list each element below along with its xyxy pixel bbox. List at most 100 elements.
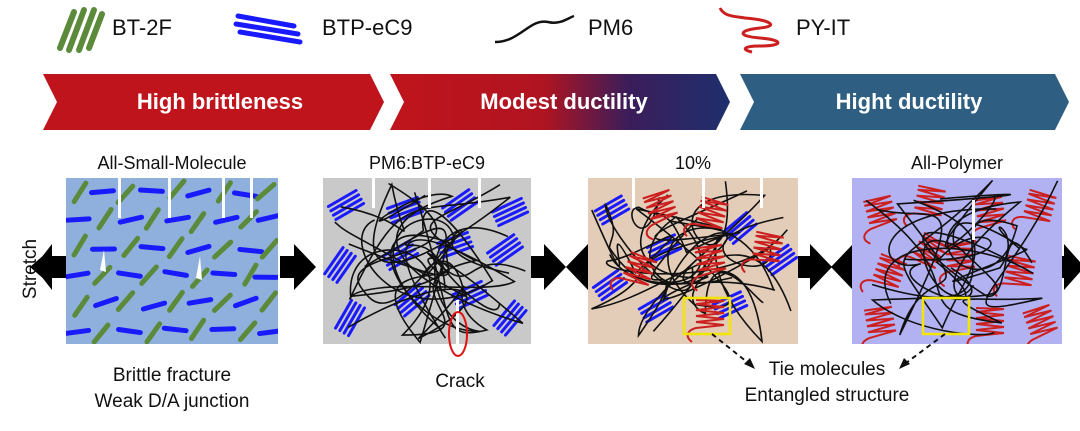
bt2f-molecule <box>96 207 114 231</box>
btpec9-molecule <box>327 248 349 279</box>
btpec9-molecule <box>161 325 189 334</box>
crack-line <box>632 178 635 208</box>
btpec9-molecule <box>116 327 143 336</box>
pointer-head-left <box>744 358 755 369</box>
panel-title-pm6-btpec9: PM6:BTP-eC9 <box>368 153 486 173</box>
pyit-polymer <box>683 195 729 237</box>
bt2f-molecule <box>166 236 185 260</box>
pm6-chain <box>876 193 1012 336</box>
btpec9-molecule <box>210 270 238 277</box>
crack-line <box>372 178 375 208</box>
note-weak-da-junction: Weak D/A junction <box>94 391 250 412</box>
pyit-polymer <box>642 188 679 241</box>
crack-line <box>196 256 202 280</box>
btpec9-molecule <box>637 292 667 311</box>
btpec9-molecule <box>594 272 623 294</box>
pyit-polymer <box>1011 188 1057 230</box>
bt2f-molecule <box>237 320 258 343</box>
btpec9-molecule <box>591 268 620 289</box>
pyit-polymer <box>863 194 898 245</box>
btpec9-molecule <box>186 297 214 306</box>
note-tie-molecules: Tie molecules <box>768 359 886 380</box>
btpec9-molecule <box>389 205 423 220</box>
btpec9-molecule <box>335 254 357 284</box>
btpec9-molecule <box>767 251 796 273</box>
arrow-right-icon <box>796 244 832 290</box>
bt2f-molecule <box>91 322 111 344</box>
stage-label-high: Hight ductility <box>835 89 983 114</box>
btpec9-molecule <box>209 326 237 333</box>
bt2f-molecule <box>212 239 234 260</box>
pm6-chain <box>631 197 733 285</box>
bt2f-molecule <box>71 180 89 205</box>
pyit-polymer <box>740 230 784 274</box>
stretch-axis-label: Stretch <box>20 238 41 300</box>
btpec9-molecule <box>596 198 626 217</box>
crack-line <box>250 178 253 218</box>
btpec9-molecule <box>642 301 672 320</box>
btpec9-molecule <box>138 244 166 252</box>
pyit-polymer <box>859 253 908 293</box>
btpec9-molecule <box>449 200 479 222</box>
panel-all-small-molecule <box>66 178 278 344</box>
btpec9-molecule <box>137 187 165 194</box>
btpec9-molecule <box>66 270 91 280</box>
btpec9-molecule <box>213 214 240 225</box>
btpec9-molecule <box>323 246 345 276</box>
pyit-polymer <box>1022 303 1059 344</box>
pyit-polymer <box>861 305 897 344</box>
bt2f-molecule <box>238 209 259 230</box>
highlight-box-10-percent <box>682 296 732 336</box>
bt2f-molecule <box>259 238 278 260</box>
btpec9-molecule <box>329 193 361 213</box>
arrow-right-icon <box>530 244 566 290</box>
crack-line <box>428 178 431 208</box>
btpec9-molecule <box>593 194 623 213</box>
pm6-chain <box>871 200 1023 299</box>
pyit-polymer <box>992 254 1036 298</box>
btpec9-molecule <box>494 245 524 267</box>
panel-title-10-percent: 10% <box>674 153 712 173</box>
bt2f-molecule <box>139 264 159 286</box>
pyit-polymer <box>859 253 908 293</box>
btpec9-molecule <box>334 298 354 330</box>
bt2f-molecule <box>188 211 207 235</box>
pyit-polymer <box>683 195 729 237</box>
crack-line <box>100 250 106 272</box>
pm6-chain <box>952 222 1028 283</box>
btpec9-molecule <box>492 201 525 218</box>
note-crack: Crack <box>435 371 485 392</box>
pyit-polymer <box>966 307 1005 344</box>
note-brittle-fracture: Brittle fracture <box>112 365 232 386</box>
pyit-polymer <box>966 307 1005 344</box>
crack-line <box>456 300 459 344</box>
btpec9-molecule <box>764 247 793 269</box>
crack-line <box>222 178 225 218</box>
stage-banner-brittle <box>43 74 384 130</box>
bt2f-molecule <box>143 207 161 231</box>
legend-pm6-icon <box>494 14 575 44</box>
bt2f-molecule <box>211 292 233 313</box>
btpec9-molecule <box>334 201 366 221</box>
btpec9-molecule <box>718 303 749 320</box>
bt2f-molecule <box>115 290 136 312</box>
pm6-chain <box>637 181 767 339</box>
legend-pyit-icon <box>718 7 780 54</box>
pyit-polymer <box>686 299 725 343</box>
btpec9-molecule <box>490 196 523 214</box>
pm6-chain <box>361 210 494 300</box>
crack-line <box>118 178 121 218</box>
pm6-chain <box>364 227 526 344</box>
pm6-chain <box>334 218 466 331</box>
btpec9-molecule <box>496 302 520 331</box>
pointer-head-right <box>899 358 910 369</box>
bt2f-molecule <box>167 289 185 313</box>
btpec9-molecule <box>725 214 752 238</box>
pm6-chain <box>884 231 1034 305</box>
pm6-chain <box>349 184 501 336</box>
btpec9-molecule <box>503 309 528 337</box>
pyit-polymer <box>691 243 727 292</box>
pyit-polymer <box>609 251 658 291</box>
legend-bt2f-icon <box>57 7 105 53</box>
